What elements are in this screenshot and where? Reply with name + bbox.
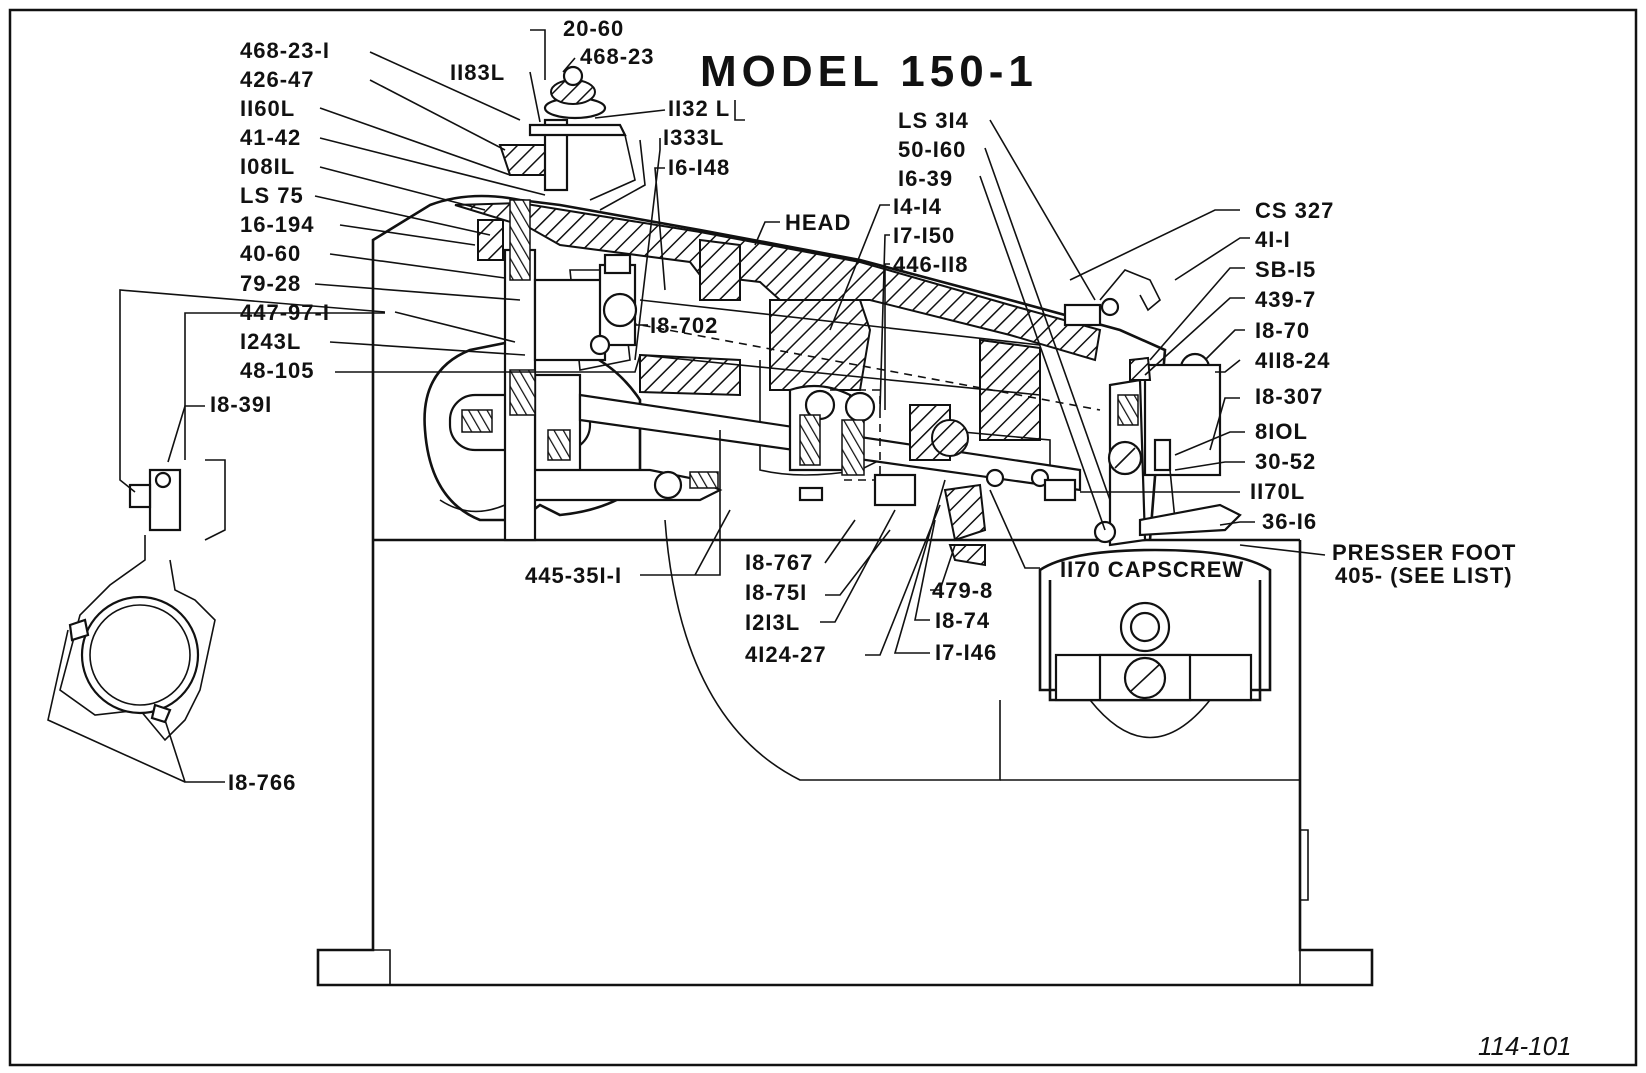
label-1170-capscrew: II70 CAPSCREW bbox=[1060, 557, 1244, 582]
label-1170l: II70L bbox=[1250, 479, 1305, 504]
label-sb15: SB-I5 bbox=[1255, 257, 1316, 282]
drawing-number: 114-101 bbox=[1478, 1031, 1572, 1061]
label-447-97-1: 447-97-I bbox=[240, 300, 330, 325]
label-1243l: I243L bbox=[240, 329, 301, 354]
label-ls314: LS 3I4 bbox=[898, 108, 969, 133]
head-casting bbox=[371, 194, 1167, 541]
label-48-105: 48-105 bbox=[240, 358, 315, 383]
label-presser-foot-sub: 405- (SEE LIST) bbox=[1335, 563, 1513, 588]
label-head: HEAD bbox=[785, 210, 851, 235]
label-1213l: I2I3L bbox=[745, 610, 800, 635]
label-1183l: II83L bbox=[450, 60, 505, 85]
right-linkage bbox=[1063, 269, 1242, 547]
label-50-160: 50-I60 bbox=[898, 137, 966, 162]
label-4118-24: 4II8-24 bbox=[1255, 348, 1331, 373]
label-16-148: I6-I48 bbox=[668, 155, 730, 180]
label-36-16: 36-I6 bbox=[1262, 509, 1317, 534]
label-40-60: 40-60 bbox=[240, 241, 301, 266]
diagram-title: MODEL 150-1 bbox=[700, 47, 1038, 96]
presser-foot-housing bbox=[1038, 548, 1272, 739]
needle-bar-assembly bbox=[477, 65, 646, 542]
label-446-118: 446-II8 bbox=[893, 252, 969, 277]
label-18-74: I8-74 bbox=[935, 608, 990, 633]
part-labels: 20-60 468-23 468-23-I 426-47 II60L 41-42… bbox=[210, 16, 1516, 795]
label-468-23: 468-23 bbox=[580, 44, 655, 69]
label-30-52: 30-52 bbox=[1255, 449, 1316, 474]
label-16-194: 16-194 bbox=[240, 212, 315, 237]
label-18-702: I8-702 bbox=[650, 313, 718, 338]
label-810l: 8IOL bbox=[1255, 419, 1308, 444]
label-18-307: I8-307 bbox=[1255, 384, 1323, 409]
label-79-28: 79-28 bbox=[240, 271, 301, 296]
label-41-1: 4I-I bbox=[1255, 227, 1291, 252]
label-14-14: I4-I4 bbox=[893, 194, 942, 219]
label-20-60: 20-60 bbox=[563, 16, 624, 41]
label-ls75: LS 75 bbox=[240, 183, 304, 208]
detail-view bbox=[59, 459, 226, 742]
label-17-146: I7-I46 bbox=[935, 640, 997, 665]
label-presser-foot: PRESSER FOOT bbox=[1332, 540, 1516, 565]
label-cs327: CS 327 bbox=[1255, 198, 1334, 223]
label-18-767: I8-767 bbox=[745, 550, 813, 575]
label-18-70: I8-70 bbox=[1255, 318, 1310, 343]
label-1081l: I08IL bbox=[240, 154, 295, 179]
label-41-42: 41-42 bbox=[240, 125, 301, 150]
label-468-23-1: 468-23-I bbox=[240, 38, 330, 63]
label-426-47: 426-47 bbox=[240, 67, 315, 92]
label-17-150: I7-I50 bbox=[893, 223, 955, 248]
leader-lines bbox=[47, 29, 1326, 783]
label-1333l: I333L bbox=[663, 125, 724, 150]
page-border bbox=[8, 8, 1638, 1067]
label-445-351-1: 445-35I-I bbox=[525, 563, 622, 588]
label-439-7: 439-7 bbox=[1255, 287, 1316, 312]
label-18-766: I8-766 bbox=[228, 770, 296, 795]
label-1160l: II60L bbox=[240, 96, 295, 121]
label-18-751: I8-75I bbox=[745, 580, 807, 605]
label-16-39: I6-39 bbox=[898, 166, 953, 191]
label-1132l: II32 L bbox=[668, 96, 730, 121]
label-18-391: I8-39I bbox=[210, 392, 272, 417]
center-mechanism bbox=[788, 384, 1077, 567]
label-479-8: 479-8 bbox=[932, 578, 993, 603]
label-4124-27: 4I24-27 bbox=[745, 642, 827, 667]
